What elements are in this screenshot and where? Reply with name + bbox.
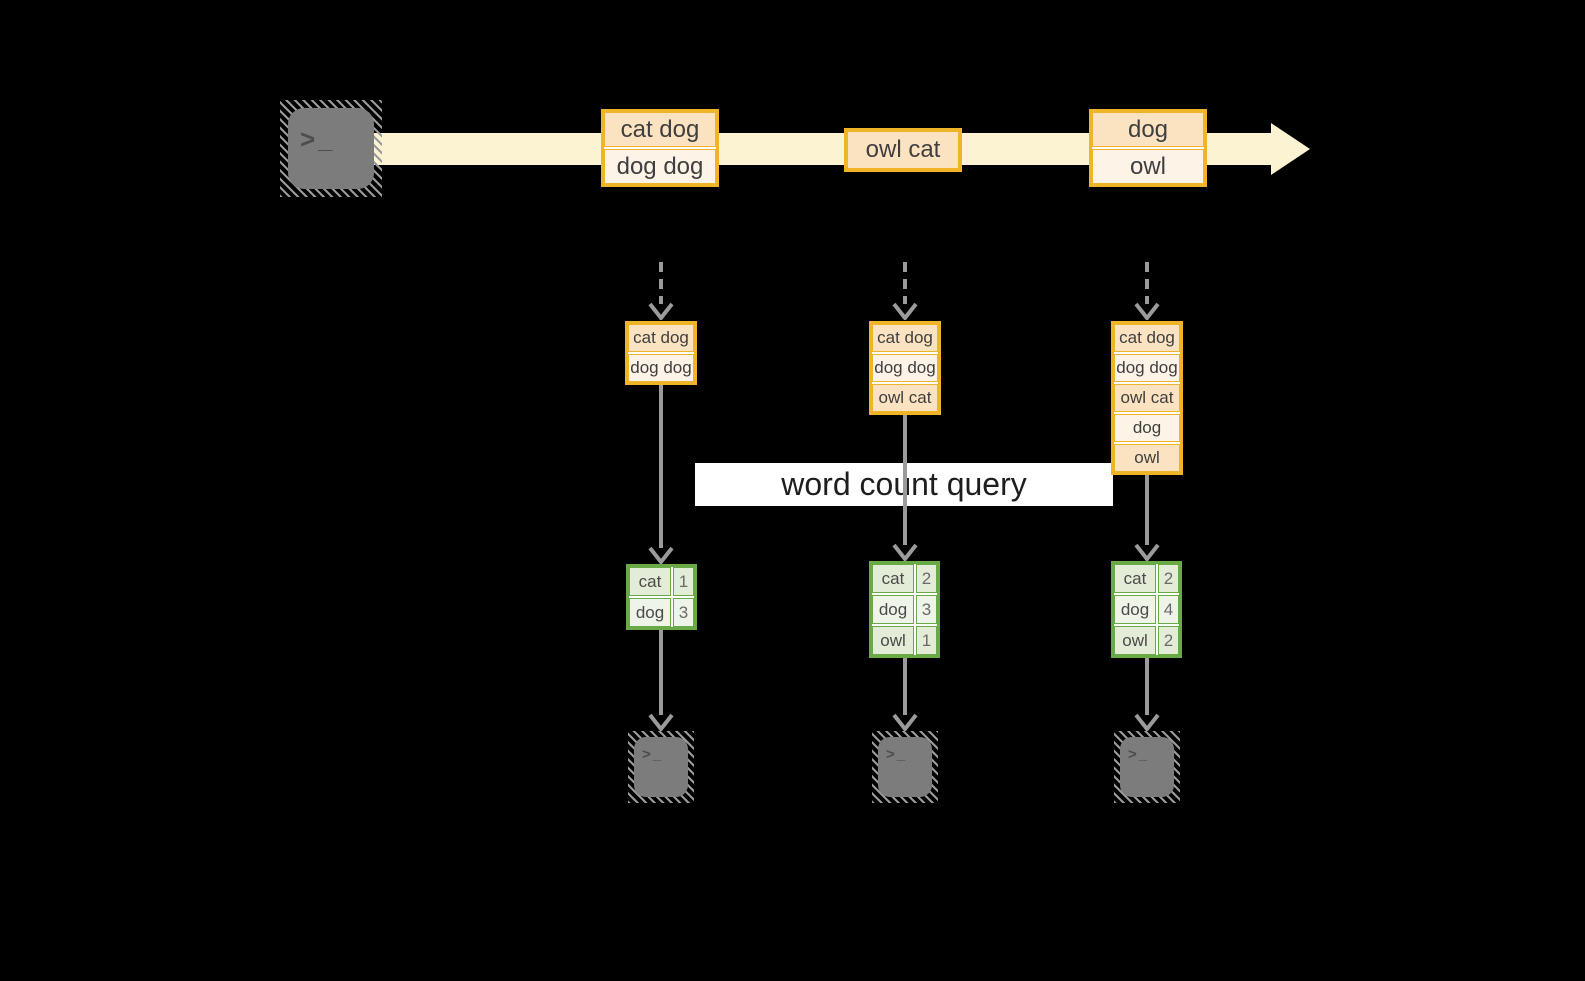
- table-cell-count: 4: [1158, 595, 1179, 624]
- window-stack-1: cat dog dog dog: [625, 321, 697, 385]
- dashed-arrow-down-1: [648, 262, 674, 320]
- output-terminal-icon-3: >_: [1114, 731, 1180, 803]
- table-cell-count: 3: [916, 595, 937, 624]
- window-row: dog dog: [1114, 354, 1180, 382]
- event-row: dog dog: [604, 149, 716, 184]
- query-arrow-3: [1134, 475, 1160, 561]
- output-arrow-3: [1134, 658, 1160, 731]
- source-terminal-icon: >_: [280, 100, 382, 197]
- window-row: dog dog: [628, 354, 694, 382]
- window-row: owl: [1114, 444, 1180, 472]
- table-cell-count: 2: [1158, 626, 1179, 655]
- dashed-arrow-down-3: [1134, 262, 1160, 320]
- output-terminal-icon-2: >_: [872, 731, 938, 803]
- event-row: owl cat: [847, 131, 959, 169]
- count-table-2: cat 2 dog 3 owl 1: [869, 561, 940, 658]
- table-cell-count: 3: [673, 598, 694, 627]
- query-arrow-1: [648, 385, 674, 564]
- table-cell-count: 1: [673, 567, 694, 596]
- output-arrow-2: [892, 658, 918, 731]
- event-row: dog: [1092, 112, 1204, 147]
- dashed-arrow-down-2: [892, 262, 918, 320]
- window-row: owl cat: [1114, 384, 1180, 412]
- terminal-screen: >_: [288, 108, 374, 189]
- window-stack-3: cat dog dog dog owl cat dog owl: [1111, 321, 1183, 475]
- window-row: dog dog: [872, 354, 938, 382]
- table-cell-count: 1: [916, 626, 937, 655]
- count-table-3: cat 2 dog 4 owl 2: [1111, 561, 1182, 658]
- stream-event-box-1: cat dog dog dog: [601, 109, 719, 187]
- output-terminal-icon-1: >_: [628, 731, 694, 803]
- count-table-1: cat 1 dog 3: [626, 564, 697, 630]
- terminal-prompt-glyph: >_: [300, 124, 336, 154]
- output-arrow-1: [648, 630, 674, 731]
- table-cell-word: cat: [629, 567, 671, 596]
- table-cell-count: 2: [916, 564, 937, 593]
- table-cell-word: owl: [872, 626, 914, 655]
- window-row: dog: [1114, 414, 1180, 442]
- terminal-prompt-glyph: >_: [642, 746, 664, 763]
- table-cell-word: dog: [1114, 595, 1156, 624]
- query-arrow-2: [892, 415, 918, 561]
- terminal-screen: >_: [634, 737, 688, 797]
- terminal-screen: >_: [878, 737, 932, 797]
- window-row: cat dog: [1114, 324, 1180, 352]
- window-stack-2: cat dog dog dog owl cat: [869, 321, 941, 415]
- event-row: owl: [1092, 149, 1204, 184]
- stream-event-box-3: dog owl: [1089, 109, 1207, 187]
- terminal-prompt-glyph: >_: [886, 746, 908, 763]
- terminal-screen: >_: [1120, 737, 1174, 797]
- window-row: cat dog: [872, 324, 938, 352]
- window-row: owl cat: [872, 384, 938, 412]
- table-cell-word: owl: [1114, 626, 1156, 655]
- table-cell-word: dog: [629, 598, 671, 627]
- table-cell-word: cat: [872, 564, 914, 593]
- stream-arrowhead: [1271, 123, 1310, 175]
- window-row: cat dog: [628, 324, 694, 352]
- terminal-prompt-glyph: >_: [1128, 746, 1150, 763]
- event-row: cat dog: [604, 112, 716, 147]
- table-cell-count: 2: [1158, 564, 1179, 593]
- stream-event-box-2: owl cat: [844, 128, 962, 172]
- table-cell-word: cat: [1114, 564, 1156, 593]
- table-cell-word: dog: [872, 595, 914, 624]
